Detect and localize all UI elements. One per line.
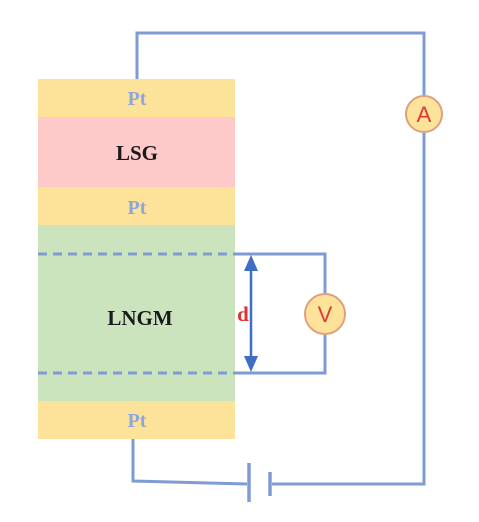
pt-top-label: Pt [128, 88, 147, 110]
ammeter-label: A [417, 102, 432, 127]
lsg-layer [38, 117, 235, 187]
bottom-electrode-lead [131, 439, 248, 486]
lsg-label: LSG [116, 141, 158, 165]
pt-top-electrode [38, 79, 235, 117]
distance-label: d [237, 302, 249, 326]
pt-middle-label: Pt [128, 197, 147, 219]
outer-circuit-wire [135, 31, 426, 96]
voltmeter-wire-return [235, 334, 327, 375]
pt-middle-electrode [38, 187, 235, 225]
voltmeter-wire [235, 252, 327, 294]
pt-bottom-electrode [38, 401, 235, 439]
ammeter [405, 95, 443, 133]
distance-arrow-head-down [244, 356, 258, 372]
voltmeter-label: V [318, 302, 333, 327]
lngm-label: LNGM [107, 306, 173, 330]
distance-arrow-head-up [244, 255, 258, 271]
voltmeter [304, 293, 346, 335]
pt-bottom-label: Pt [128, 410, 147, 432]
outer-circuit-wire-return [272, 132, 426, 486]
